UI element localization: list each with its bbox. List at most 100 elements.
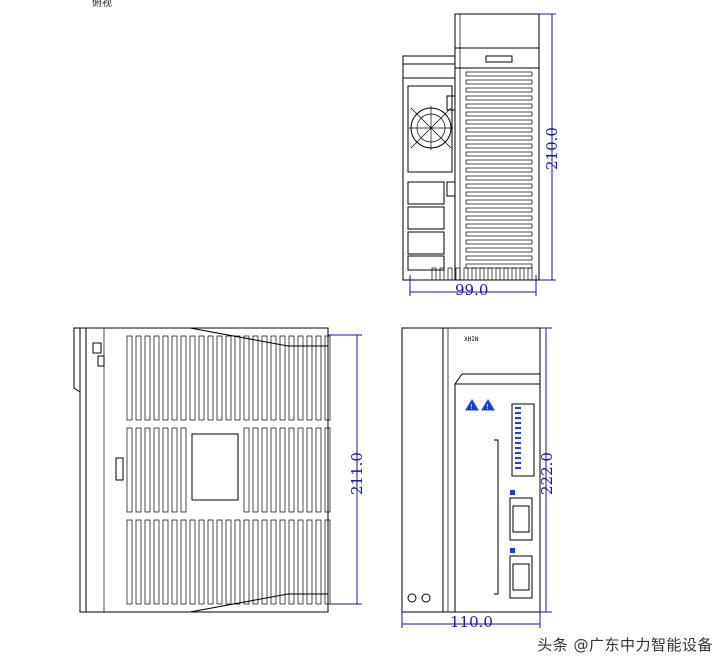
vent-slot: [189, 335, 196, 421]
vent-slot: [207, 519, 214, 605]
vent-slot: [297, 335, 304, 421]
vent-slot: [207, 335, 214, 421]
vent-slot: [465, 231, 533, 237]
vent-slot: [279, 427, 286, 513]
vent-slot: [465, 183, 533, 189]
vent-slot: [495, 267, 501, 281]
vent-slot: [306, 427, 313, 513]
vent-slot: [135, 427, 142, 513]
vent-slot: [465, 223, 533, 229]
vent-slot: [315, 519, 322, 605]
terminal-pins: [515, 407, 521, 469]
dim-211: 211.0: [328, 334, 366, 605]
vent-slot: [153, 335, 160, 421]
vent-slot: [180, 519, 187, 605]
vent-slot: [471, 267, 477, 281]
vent-slot: [216, 519, 223, 605]
connector-cn2: [509, 490, 533, 541]
vent-slot: [527, 267, 533, 281]
vent-slot: [270, 519, 277, 605]
warning-icons: ! !: [465, 399, 495, 411]
dim-99: 99.0: [409, 275, 537, 299]
watermark: 头条 @广东中力智能设备: [537, 636, 713, 654]
vent-slot: [465, 215, 533, 221]
vent-slot: [144, 427, 151, 513]
vent-slot: [315, 335, 322, 421]
vent-slot: [225, 519, 232, 605]
dim-210: 210.0: [539, 13, 561, 281]
vent-slot: [252, 335, 259, 421]
dim-222-label: 222.0: [538, 452, 556, 495]
connector-cn3: [509, 548, 533, 599]
terminal-block: [511, 403, 535, 477]
vent-slot: [465, 167, 533, 173]
vent-slot: [261, 519, 268, 605]
vent-slot: [465, 103, 533, 109]
vent-slot: [455, 267, 461, 281]
vent-slot: [297, 427, 304, 513]
vent-slot: [153, 519, 160, 605]
vent-slot: [135, 519, 142, 605]
vent-slot: [252, 519, 259, 605]
top-view: 210.0 99.0: [402, 13, 561, 299]
front-view: XHIN ! !: [401, 327, 556, 631]
vent-slot: [135, 335, 142, 421]
side-view: 211.0: [73, 327, 366, 613]
vent-slot: [216, 335, 223, 421]
vent-slot: [198, 519, 205, 605]
vent-slot: [465, 79, 533, 85]
vent-slot: [153, 427, 160, 513]
vent-slot: [465, 127, 533, 133]
vent-slot: [171, 335, 178, 421]
vent-slot: [465, 95, 533, 101]
vent-slot: [243, 427, 250, 513]
vent-slot: [180, 427, 187, 513]
vent-slot: [234, 335, 241, 421]
vent-slot: [465, 143, 533, 149]
vent-slot: [144, 519, 151, 605]
vent-slot: [465, 247, 533, 253]
vent-slot: [171, 519, 178, 605]
vent-slot: [306, 335, 313, 421]
vent-slot: [465, 199, 533, 205]
vent-slot: [465, 175, 533, 181]
vent-slot: [465, 87, 533, 93]
vent-slot: [465, 119, 533, 125]
dim-110-label: 110.0: [450, 613, 493, 631]
fan: [407, 85, 453, 173]
vent-slot: [288, 427, 295, 513]
vent-slot: [465, 191, 533, 197]
vent-slot: [306, 519, 313, 605]
vent-slot: [503, 267, 509, 281]
vent-slot: [171, 427, 178, 513]
vent-slot: [465, 151, 533, 157]
vent-slot: [487, 267, 493, 281]
vent-slot: [234, 519, 241, 605]
vent-slot: [479, 267, 485, 281]
top-vent-slots: [465, 71, 533, 269]
vent-slot: [465, 239, 533, 245]
vent-slot: [288, 335, 295, 421]
vent-slot: [243, 519, 250, 605]
ground-screw-icon: [407, 593, 417, 603]
vent-slot: [439, 267, 445, 281]
front-brand: XHIN: [464, 336, 479, 343]
vent-slot: [465, 159, 533, 165]
vent-slot: [315, 427, 322, 513]
vent-slot: [431, 267, 437, 281]
vent-slot: [279, 519, 286, 605]
dim-222: 222.0: [538, 327, 556, 613]
svg-text:!: !: [486, 403, 489, 411]
bottom-slots: [431, 267, 533, 281]
vent-slot: [243, 335, 250, 421]
dim-211-label: 211.0: [348, 452, 366, 495]
vent-slot: [144, 335, 151, 421]
vent-slot: [465, 207, 533, 213]
vent-slot: [180, 335, 187, 421]
vent-slot: [465, 71, 533, 77]
vent-slot: [261, 335, 268, 421]
vent-slot: [162, 335, 169, 421]
corner-text: 俯视: [92, 0, 112, 9]
vent-slot: [324, 427, 331, 513]
vent-slot: [162, 519, 169, 605]
